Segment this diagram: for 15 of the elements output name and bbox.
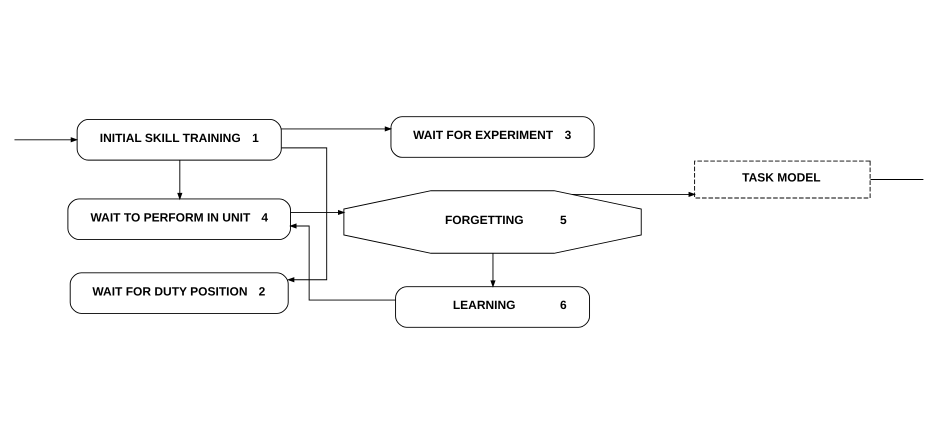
- arrow: [572, 192, 696, 198]
- connector: [870, 179, 924, 180]
- node-box: TASK MODEL: [694, 160, 871, 198]
- arrow: [290, 210, 346, 216]
- arrow: [289, 223, 396, 301]
- arrow: [490, 252, 496, 288]
- node-box: WAIT FOR DUTY POSITION 2: [70, 272, 289, 314]
- arrow: [177, 160, 182, 200]
- node-box: INITIAL SKILL TRAINING 1: [76, 119, 282, 161]
- node-box: WAIT TO PERFORM IN UNIT 4: [67, 198, 291, 240]
- arrow: [14, 137, 78, 142]
- node-box: LEARNING 6: [395, 286, 590, 328]
- node-box: WAIT FOR EXPERIMENT 3: [390, 116, 595, 158]
- arrow: [280, 126, 392, 132]
- arrow: [281, 147, 328, 282]
